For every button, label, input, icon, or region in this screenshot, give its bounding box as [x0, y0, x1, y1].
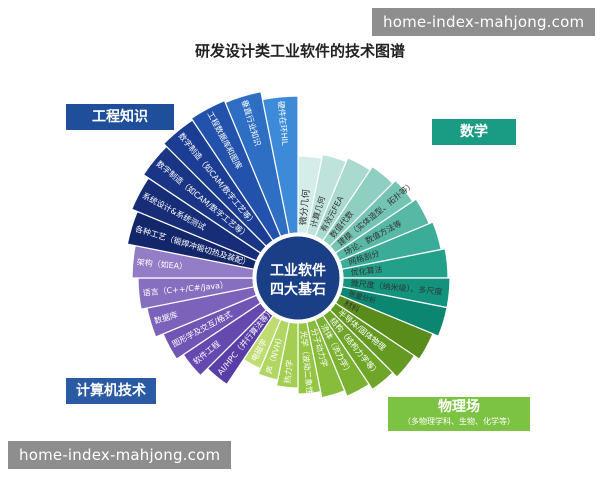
segment-label-7: 优化算法 [350, 264, 383, 277]
center-hub [253, 233, 343, 323]
center-label-line2: 四大基石 [270, 281, 326, 298]
segment-engineering-31 [261, 95, 299, 235]
segment-physics-13 [314, 314, 370, 398]
diagram-title: 研发设计类工业软件的技术图谱 [194, 42, 405, 60]
center-label-line1: 工业软件 [270, 262, 326, 279]
segment-math-9 [338, 286, 448, 337]
category-math: 数学 [432, 119, 516, 145]
segment-engineering-30 [224, 90, 290, 238]
watermark-top: home-index-mahjong.com [372, 8, 596, 36]
segments-group: 微分几何计算几何有效元FEA数值代数建模（实体造型、拓扑等）场论、数值方法等网格… [126, 90, 451, 403]
segment-engineering-29 [190, 99, 282, 242]
segment-label-0: 微分几何 [297, 189, 312, 226]
segment-label-16: 热力学 [282, 359, 294, 384]
segment-physics-11 [328, 302, 416, 378]
segment-physics-14 [306, 318, 346, 399]
category-physics: 物理场 （多物理学科、生物、化学等） [388, 397, 530, 431]
segment-physics-16 [275, 321, 299, 389]
category-engineering: 工程知识 [66, 104, 174, 130]
watermark-bottom: home-index-mahjong.com [8, 441, 232, 469]
segment-label-31: 硬件在环HIL [276, 100, 290, 146]
category-physics-sublabel: （多物理学科、生物、化学等） [403, 417, 515, 426]
segment-physics-12 [322, 308, 394, 391]
segment-physics-15 [297, 321, 322, 395]
category-physics-label: 物理场 [438, 399, 480, 415]
category-computer: 计算机技术 [66, 378, 156, 404]
segment-physics-17 [257, 318, 290, 381]
segment-label-24: 架构（如EA） [136, 257, 187, 272]
segment-physics-10 [334, 294, 434, 360]
